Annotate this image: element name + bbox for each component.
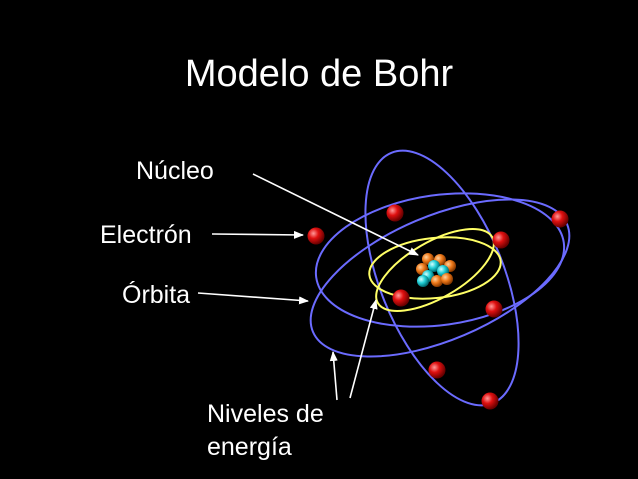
- nucleus-pointer: [252, 173, 419, 256]
- electron: [481, 392, 499, 410]
- electron: [492, 231, 510, 249]
- energy-level-pointer-1: [329, 351, 338, 401]
- energy-level-pointer-2: [349, 299, 378, 399]
- electron-pointer: [211, 230, 304, 239]
- neutron: [417, 275, 429, 287]
- orbit-pointer: [197, 292, 309, 305]
- orbit-inner-1: [368, 236, 502, 300]
- energy-levels-label-line2: energía: [207, 433, 292, 461]
- neutron: [428, 260, 440, 272]
- electrons: [307, 204, 569, 410]
- orbit-label: Órbita: [122, 281, 191, 309]
- electron: [392, 289, 410, 307]
- energy-levels-label: Niveles de energía: [207, 398, 324, 464]
- electron: [428, 361, 446, 379]
- electron: [386, 204, 404, 222]
- orbit-outer-horizontal: [314, 192, 566, 328]
- inner-orbits: [368, 228, 502, 312]
- orbit-outer-diagonal: [309, 198, 571, 358]
- electron-label: Electrón: [100, 221, 192, 249]
- electron: [485, 300, 503, 318]
- energy-levels-label-line1: Niveles de: [207, 400, 324, 428]
- slide-title: Modelo de Bohr: [184, 53, 454, 95]
- electron: [307, 227, 325, 245]
- pointer-lines: [197, 173, 419, 401]
- electron: [551, 210, 569, 228]
- orbit-inner-2: [375, 228, 495, 312]
- nucleus: [416, 253, 456, 287]
- proton: [441, 273, 453, 285]
- nucleus-label: Núcleo: [136, 157, 214, 185]
- proton: [431, 275, 443, 287]
